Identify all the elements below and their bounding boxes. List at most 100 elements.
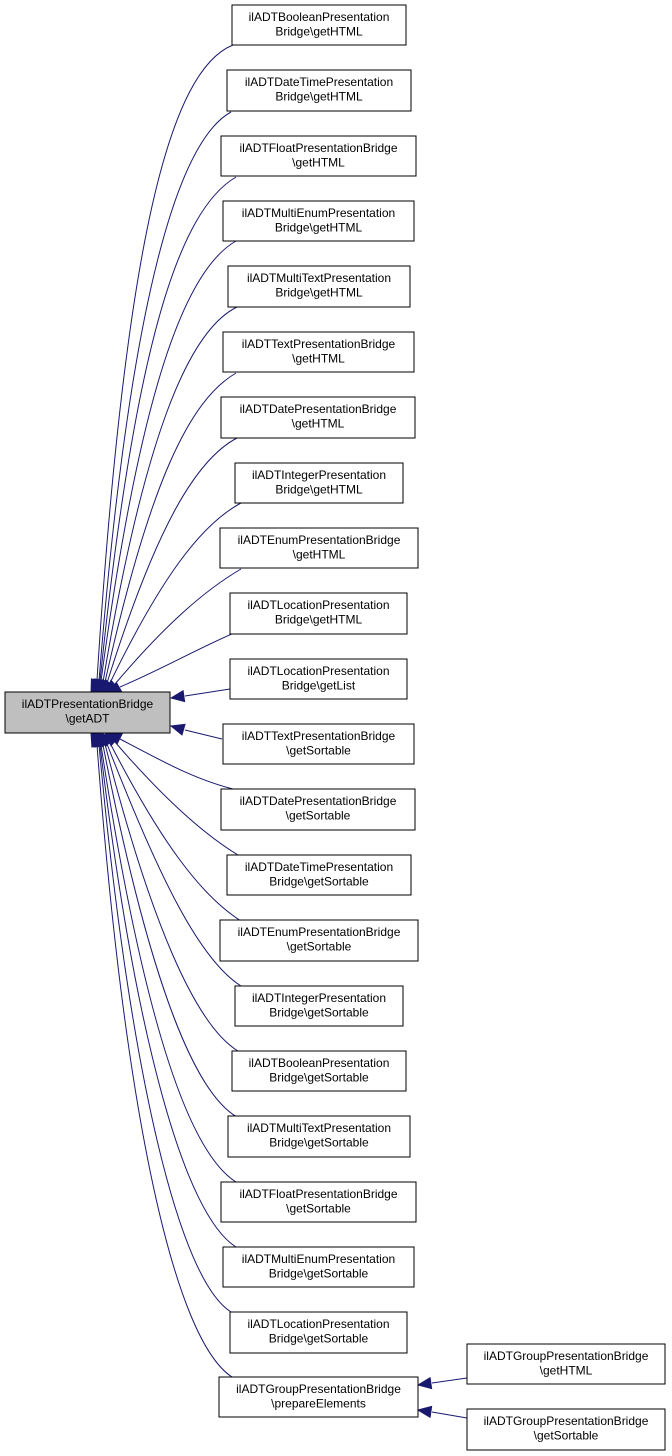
edges-layer [90, 44, 468, 1419]
edge-n14-to-root [104, 732, 239, 856]
node-label-line-2: Bridge\getHTML [275, 286, 363, 300]
node-label-line-1: ilADTMultiTextPresentation [247, 271, 391, 285]
edge-line [119, 738, 238, 791]
node-label-line-1: ilADTDatePresentationBridge [240, 794, 397, 808]
node-label-line-1: ilADTMultiTextPresentation [247, 1121, 391, 1135]
node-box [466, 1343, 666, 1385]
nodes-layer: ilADTPresentationBridge\getADT ilADTBoole… [4, 4, 666, 1451]
node-box [222, 331, 415, 373]
function-node-n7[interactable]: ilADTDatePresentationBridge\getHTML [220, 396, 416, 439]
function-node-n12[interactable]: ilADTTextPresentationBridge\getSortable [222, 723, 415, 765]
edge-g1-to-n22 [416, 1376, 468, 1390]
function-node-g2[interactable]: ilADTGroupPresentationBridge\getSortable [466, 1408, 666, 1451]
node-label-line-2: \getHTML [292, 156, 345, 170]
node-label-line-2: Bridge\getSortable [269, 1136, 369, 1150]
arrowhead-icon [90, 731, 103, 748]
function-node-n19[interactable]: ilADTFloatPresentationBridge\getSortable [220, 1181, 417, 1223]
focus-node: ilADTPresentationBridge\getADT [4, 691, 171, 734]
node-label-line-1: ilADTFloatPresentationBridge [239, 1187, 397, 1201]
edge-line [98, 744, 232, 1313]
edge-line [102, 744, 238, 1118]
node-label-line-2: Bridge\getHTML [275, 483, 363, 497]
node-label-line-2: \getADT [65, 712, 110, 726]
function-node-n6[interactable]: ilADTTextPresentationBridge\getHTML [222, 331, 415, 373]
node-label-line-1: ilADTFloatPresentationBridge [239, 141, 397, 155]
node-label-line-2: Bridge\getSortable [269, 875, 369, 889]
function-node-n21[interactable]: ilADTLocationPresentationBridge\getSorta… [229, 1311, 408, 1354]
node-label-line-1: ilADTIntegerPresentation [252, 991, 386, 1005]
edge-n4-to-root [93, 240, 237, 695]
node-label-line-1: ilADTGroupPresentationBridge [236, 1382, 401, 1396]
node-box [4, 691, 171, 734]
node-label-line-2: Bridge\getHTML [275, 90, 363, 104]
function-node-n17[interactable]: ilADTBooleanPresentationBridge\getSortab… [231, 1050, 407, 1092]
node-label-line-2: \getHTML [292, 352, 345, 366]
edge-n13-to-root [106, 732, 238, 791]
edge-line [119, 632, 235, 688]
node-label-line-2: \getSortable [286, 809, 351, 823]
edge-n12-to-root [169, 723, 223, 740]
arrowhead-icon [416, 1405, 433, 1419]
node-label-line-2: Bridge\getSortable [269, 1267, 369, 1281]
node-label-line-2: Bridge\getSortable [269, 1006, 369, 1020]
node-label-line-1: ilADTLocationPresentation [247, 664, 389, 678]
arrowhead-icon [416, 1376, 433, 1390]
edge-line [104, 372, 237, 683]
function-node-n3[interactable]: ilADTFloatPresentationBridge\getHTML [220, 135, 417, 177]
edge-line [114, 568, 242, 685]
function-node-n16[interactable]: ilADTIntegerPresentationBridge\getSortab… [234, 985, 404, 1027]
node-label-line-2: Bridge\getHTML [275, 25, 363, 39]
edge-n17-to-root [96, 731, 239, 1052]
function-node-n18[interactable]: ilADTMultiTextPresentationBridge\getSort… [227, 1115, 411, 1158]
node-label-line-1: ilADTLocationPresentation [247, 598, 389, 612]
node-label-line-2: \getSortable [534, 1429, 599, 1443]
edge-line [99, 744, 237, 1248]
function-node-n22[interactable]: ilADTGroupPresentationBridge\prepareElem… [218, 1376, 419, 1418]
node-label-line-2: \prepareElements [271, 1397, 366, 1411]
node-label-line-1: ilADTMultiEnumPresentation [242, 206, 395, 220]
edge-n10-to-root [106, 632, 235, 695]
edge-line [109, 742, 242, 922]
node-label-line-1: ilADTGroupPresentationBridge [484, 1414, 649, 1428]
node-box [222, 200, 415, 242]
node-label-line-1: ilADTDateTimePresentation [245, 75, 393, 89]
node-box [227, 1115, 411, 1158]
node-box [222, 723, 415, 765]
node-box [226, 69, 412, 112]
edge-n11-to-root [169, 688, 231, 703]
node-label-line-1: ilADTBooleanPresentation [249, 1056, 390, 1070]
node-box [234, 462, 404, 504]
node-box [234, 985, 404, 1027]
function-node-n15[interactable]: ilADTEnumPresentationBridge\getSortable [219, 919, 419, 962]
node-label-line-2: \getHTML [540, 1364, 593, 1378]
edge-line [184, 688, 231, 697]
node-label-line-1: ilADTDateTimePresentation [245, 860, 393, 874]
function-node-n20[interactable]: ilADTMultiEnumPresentationBridge\getSort… [222, 1246, 415, 1288]
node-box [466, 1408, 666, 1451]
edge-line [98, 111, 232, 682]
edge-line [106, 743, 242, 987]
node-box [220, 396, 416, 439]
function-node-n9[interactable]: ilADTEnumPresentationBridge\getHTML [219, 527, 419, 569]
node-box [219, 919, 419, 962]
edge-n18-to-root [94, 731, 238, 1118]
node-box [227, 265, 411, 308]
node-label-line-2: \getSortable [286, 1202, 351, 1216]
node-label-line-2: Bridge\getHTML [275, 613, 363, 627]
function-node-n13[interactable]: ilADTDatePresentationBridge\getSortable [220, 788, 416, 831]
edge-line [99, 176, 237, 682]
function-node-n14[interactable]: ilADTDateTimePresentationBridge\getSorta… [226, 854, 412, 896]
edge-line [96, 744, 233, 1378]
function-node-g1[interactable]: ilADTGroupPresentationBridge\getHTML [466, 1343, 666, 1385]
node-label-line-2: Bridge\getSortable [269, 1071, 369, 1085]
edge-line [100, 744, 237, 1183]
edge-line [184, 729, 223, 740]
edge-n2-to-root [91, 111, 232, 695]
